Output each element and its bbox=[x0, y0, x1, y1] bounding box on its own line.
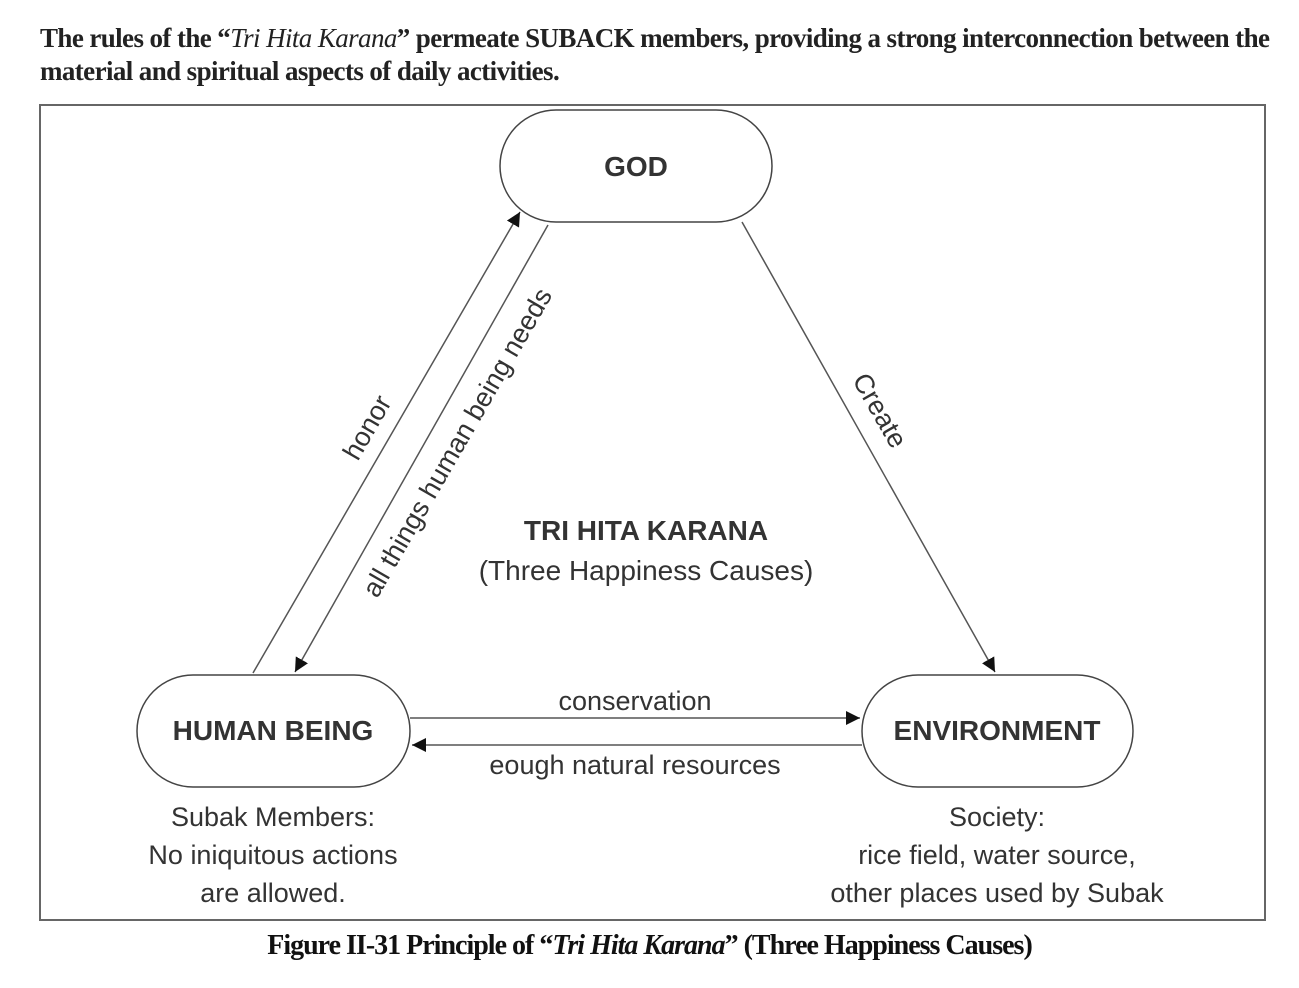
god-label: GOD bbox=[604, 151, 668, 182]
environment-note-line: Society: bbox=[949, 802, 1045, 832]
figure-caption: Figure II-31 Principle of “Tri Hita Kara… bbox=[0, 930, 1299, 962]
human-note-line: Subak Members: bbox=[171, 802, 375, 832]
environment-note-line: rice field, water source, bbox=[858, 840, 1136, 870]
caption-text: Figure II-31 Principle of “ bbox=[267, 930, 553, 961]
intro-text: The rules of the “ bbox=[40, 23, 231, 53]
honor-label: honor bbox=[337, 390, 398, 465]
human-being-node bbox=[136, 674, 411, 788]
intro-paragraph: The rules of the “Tri Hita Karana” perme… bbox=[40, 22, 1270, 88]
environment-note-line: other places used by Subak bbox=[830, 878, 1164, 908]
resources-label: eough natural resources bbox=[489, 750, 780, 780]
god-node bbox=[499, 109, 773, 223]
needs-arrow bbox=[294, 224, 549, 673]
caption-text-rest: ” (Three Happiness Causes) bbox=[724, 930, 1033, 961]
caption-italic: Tri Hita Karana bbox=[552, 930, 725, 961]
human-note-line: are allowed. bbox=[200, 878, 346, 908]
conservation-label: conservation bbox=[558, 686, 711, 716]
environment-node bbox=[861, 674, 1134, 788]
human-note-line: No iniquitous actions bbox=[148, 840, 397, 870]
environment-label: ENVIRONMENT bbox=[894, 715, 1101, 746]
diagram-frame bbox=[39, 104, 1266, 921]
intro-italic: Tri Hita Karana bbox=[230, 23, 397, 53]
center-subtitle: (Three Happiness Causes) bbox=[479, 555, 814, 586]
create-arrow bbox=[741, 221, 996, 673]
human-being-label: HUMAN BEING bbox=[173, 715, 374, 746]
center-title: TRI HITA KARANA bbox=[524, 515, 768, 546]
intro-text-rest: ” permeate SUBACK members, providing a s… bbox=[40, 23, 1270, 86]
create-label: Create bbox=[847, 368, 914, 453]
honor-arrow bbox=[252, 211, 521, 674]
